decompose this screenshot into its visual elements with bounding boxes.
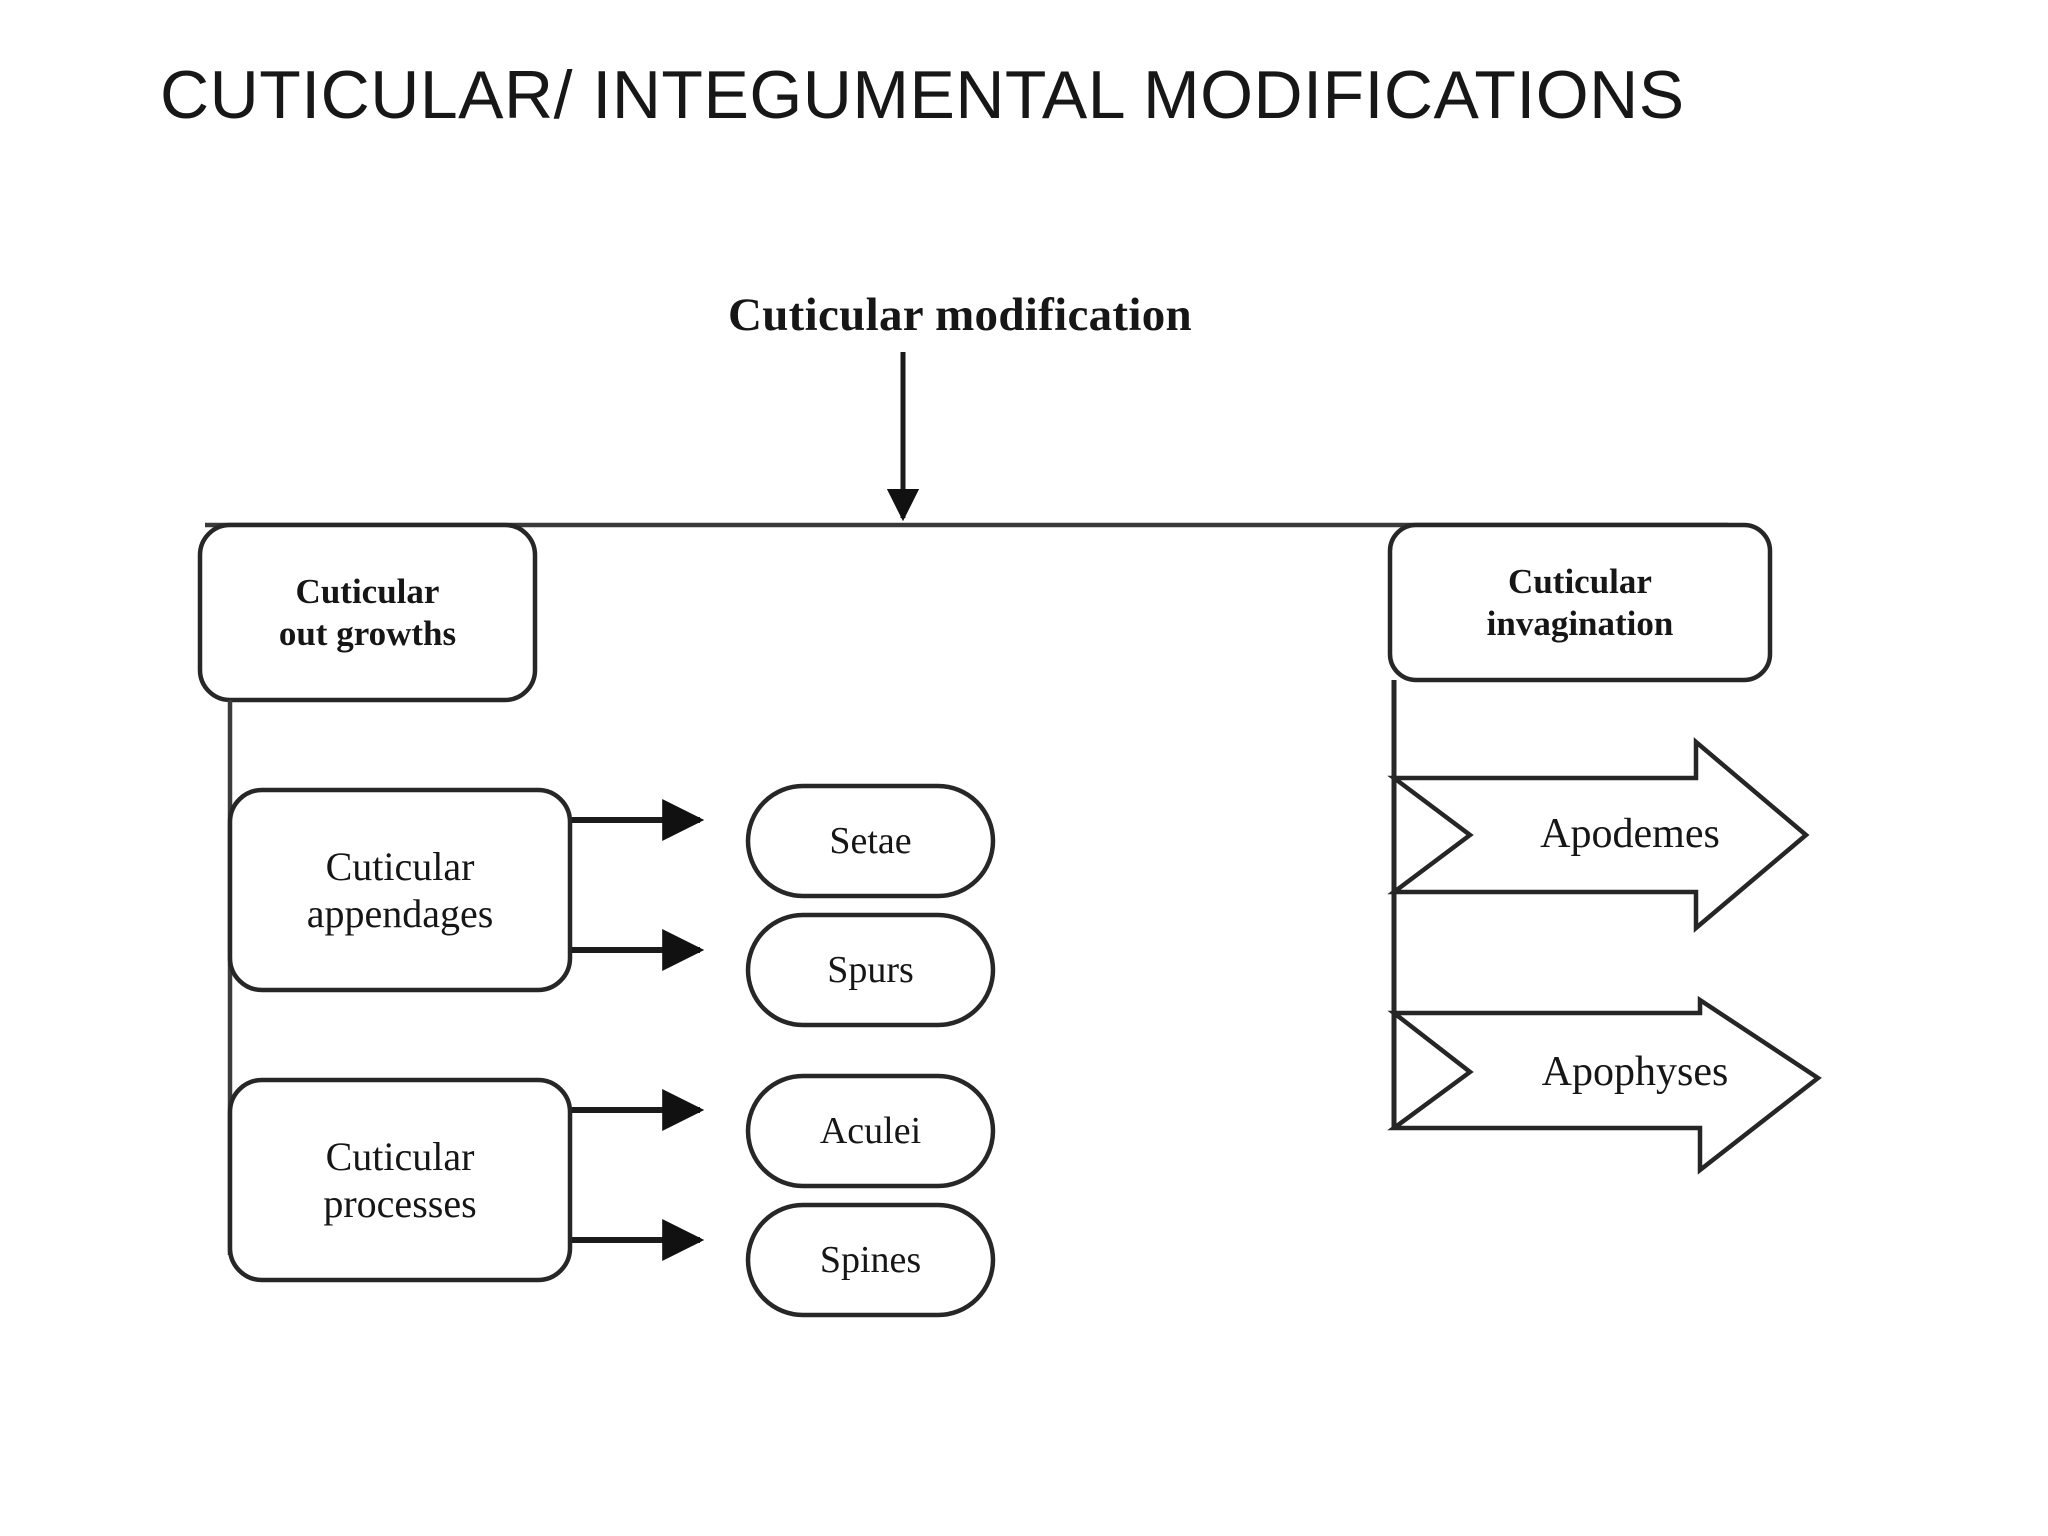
node-cuticular-appendages-shape[interactable] <box>227 787 573 993</box>
node-aculei-shape[interactable] <box>745 1073 996 1189</box>
page-title: CUTICULAR/ INTEGUMENTAL MODIFICATIONS <box>160 57 1685 133</box>
node-cuticular-out-growths-shape[interactable] <box>197 522 538 703</box>
node-apodemes-shape[interactable] <box>1387 737 1810 933</box>
node-cuticular-invagination-shape[interactable] <box>1387 522 1773 683</box>
node-spines-shape[interactable] <box>745 1202 996 1318</box>
node-spurs-shape[interactable] <box>745 912 996 1028</box>
node-apophyses-shape[interactable] <box>1387 995 1822 1175</box>
node-cuticular-processes-shape[interactable] <box>227 1077 573 1283</box>
node-setae-shape[interactable] <box>745 783 996 899</box>
